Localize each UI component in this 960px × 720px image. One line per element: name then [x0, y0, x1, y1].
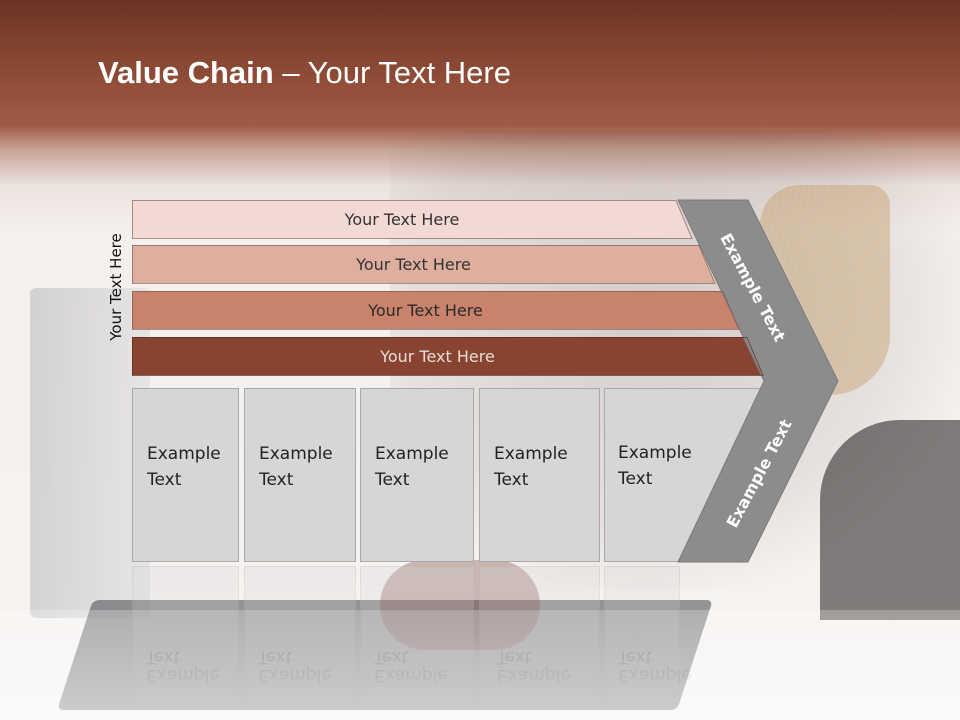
- slide-title[interactable]: Value Chain – Your Text Here: [98, 55, 511, 91]
- reflection-text-6: Example: [146, 665, 220, 685]
- activity-cell-2-line2: Text: [259, 470, 294, 490]
- background-photo-laptop-screen: [30, 288, 150, 618]
- activity-cell-1[interactable]: Example Text: [132, 388, 239, 562]
- activity-cell-2-line1: Example: [259, 444, 333, 464]
- activity-cell-4-line2: Text: [494, 470, 529, 490]
- value-bar-1[interactable]: Your Text Here: [132, 200, 692, 238]
- background-photo-jacket: [820, 420, 960, 620]
- activity-cell-2[interactable]: Example Text: [244, 388, 356, 562]
- value-bar-4-label: Your Text Here: [380, 346, 495, 366]
- title-rest: – Your Text Here: [273, 55, 511, 90]
- margin-chevron: [677, 199, 839, 563]
- activity-cell-3-line1: Example: [375, 444, 449, 464]
- activity-cell-5-line2: Text: [618, 469, 653, 489]
- value-bar-4[interactable]: Your Text Here: [132, 337, 763, 375]
- reflection-text-9: Example: [497, 665, 571, 685]
- activity-cell-3[interactable]: Example Text: [360, 388, 474, 562]
- activity-cell-5-line1: Example: [618, 443, 692, 463]
- value-bar-1-label: Your Text Here: [344, 209, 460, 229]
- activity-cell-4-line1: Example: [494, 444, 568, 464]
- value-bar-2-label: Your Text Here: [356, 254, 471, 274]
- value-bar-3-label: Your Text Here: [368, 300, 483, 320]
- reflection-text-8: Example: [374, 665, 448, 685]
- value-bar-3[interactable]: Your Text Here: [132, 291, 739, 329]
- title-bold: Value Chain: [98, 55, 274, 90]
- reflection-text-10: Example: [618, 665, 692, 685]
- activity-cell-1-line1: Example: [147, 444, 221, 464]
- activity-cell-3-line2: Text: [375, 470, 410, 490]
- value-bar-2[interactable]: Your Text Here: [132, 245, 715, 283]
- activity-cell-4[interactable]: Example Text: [479, 388, 600, 562]
- reflection: Text Text Text Text Text Example Example…: [0, 564, 960, 720]
- activity-cell-1-line2: Text: [147, 470, 182, 490]
- reflection-text-7: Example: [258, 665, 332, 685]
